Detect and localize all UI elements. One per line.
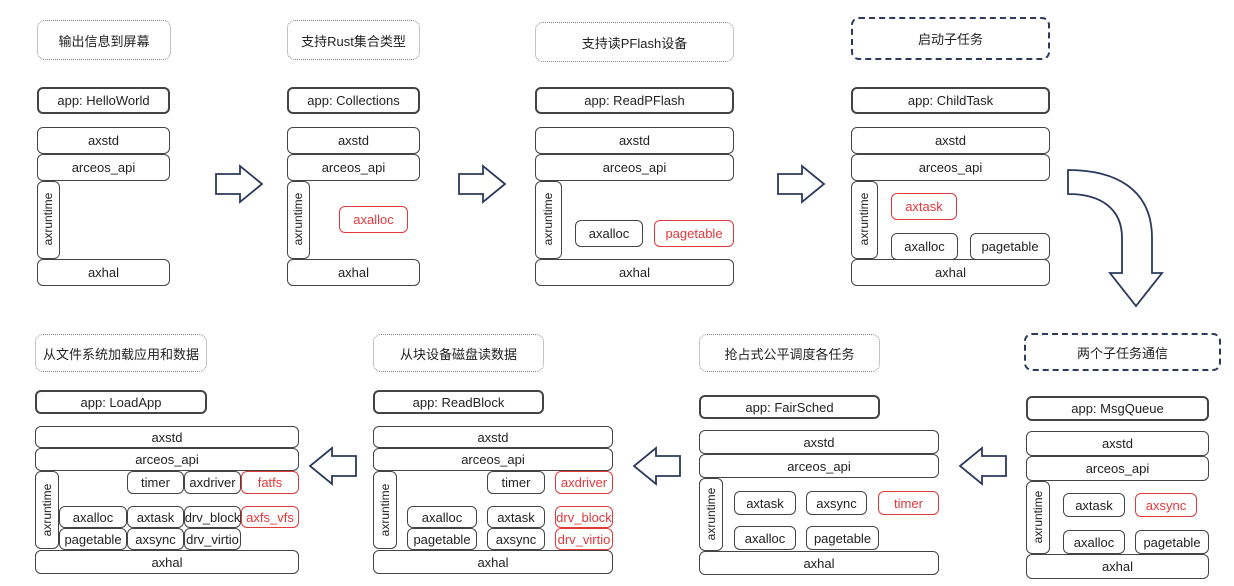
module-pagetable: pagetable [59,528,127,550]
arceos-api-layer: arceos_api [37,154,170,181]
axhal-layer: axhal [1026,554,1209,579]
axruntime-label: axruntime [1031,490,1045,544]
module-axtask: axtask [1063,493,1125,517]
app-box: app: MsgQueue [1026,396,1209,421]
module-drv-block: drv_block [184,506,241,528]
panel-title: 支持读PFlash设备 [535,22,734,62]
axhal-layer: axhal [35,550,299,574]
panel-title: 启动子任务 [851,17,1050,60]
module-pagetable: pagetable [970,233,1050,260]
module-drv-virtio: drv_virtio [184,528,241,550]
module-axtask: axtask [487,506,545,528]
axstd-layer: axstd [287,127,420,154]
module-pagetable: pagetable [806,526,879,550]
axhal-layer: axhal [37,259,170,286]
axruntime-layer [851,181,878,259]
app-box: app: FairSched [699,395,880,419]
axruntime-label: axruntime [41,192,55,246]
axstd-layer: axstd [373,426,613,448]
module-axsync: axsync [1135,493,1197,517]
panel-title: 输出信息到屏幕 [37,20,171,60]
app-box: app: ReadPFlash [535,87,734,114]
axruntime-label: axruntime [704,487,718,541]
panel-title: 从文件系统加载应用和数据 [35,334,207,372]
arceos-api-layer: arceos_api [699,454,939,478]
module-timer: timer [487,471,545,494]
axruntime-label: axruntime [857,192,871,246]
arrow-right-icon [777,164,826,204]
arceos-api-layer: arceos_api [851,154,1050,181]
module-axtask: axtask [127,506,184,528]
module-drv-block: drv_block [555,506,613,528]
axruntime-layer [35,471,59,549]
axhal-layer: axhal [373,550,613,574]
app-box: app: ReadBlock [373,390,544,414]
module-axalloc: axalloc [575,220,643,247]
module-axalloc: axalloc [891,233,958,260]
axstd-layer: axstd [535,127,734,154]
arceos-api-layer: arceos_api [35,448,299,471]
axhal-layer: axhal [535,259,734,286]
module-axalloc: axalloc [1063,530,1125,554]
arrow-left-icon [308,446,357,486]
panel-title: 从块设备磁盘读数据 [373,334,544,372]
axruntime-layer [535,181,562,259]
module-axsync: axsync [806,491,867,515]
module-axdriver: axdriver [184,471,241,494]
axstd-layer: axstd [1026,431,1209,456]
curved-arrow-icon [1067,169,1164,308]
arceos-api-layer: arceos_api [1026,456,1209,481]
module-axtask: axtask [734,491,796,515]
axhal-layer: axhal [699,551,939,575]
axstd-layer: axstd [35,426,299,448]
module-fatfs: fatfs [241,471,299,494]
app-box: app: LoadApp [35,390,207,414]
axruntime-label: axruntime [291,192,305,246]
axruntime-layer [699,478,723,551]
axruntime-layer [373,471,397,549]
arrow-right-icon [458,164,507,204]
module-axsync: axsync [487,528,545,550]
arceos-api-layer: arceos_api [373,448,613,471]
arceos-api-layer: arceos_api [287,154,420,181]
module-axtask: axtask [891,193,957,220]
panel-title: 支持Rust集合类型 [287,20,420,60]
module-axfs-vfs: axfs_vfs [241,506,299,528]
module-pagetable: pagetable [1135,530,1209,554]
module-drv-virtio: drv_virtio [555,528,613,550]
module-axalloc: axalloc [407,506,477,528]
axstd-layer: axstd [851,127,1050,154]
arrow-left-icon [632,446,681,486]
axruntime-label: axruntime [378,483,392,537]
module-axalloc: axalloc [734,526,796,550]
axruntime-layer [287,181,310,259]
module-timer: timer [127,471,184,494]
module-pagetable: pagetable [654,220,734,247]
arrow-right-icon [215,164,264,204]
app-box: app: ChildTask [851,87,1050,114]
module-axdriver: axdriver [555,471,613,494]
panel-title: 抢占式公平调度各任务 [699,334,880,372]
axruntime-layer [37,181,60,259]
arceos-api-layer: arceos_api [535,154,734,181]
module-axalloc: axalloc [59,506,127,528]
module-axsync: axsync [127,528,184,550]
arrow-left-icon [958,446,1007,486]
axruntime-label: axruntime [40,483,54,537]
axhal-layer: axhal [851,259,1050,286]
module-pagetable: pagetable [407,528,477,550]
axruntime-label: axruntime [541,192,555,246]
axstd-layer: axstd [37,127,170,154]
axstd-layer: axstd [699,430,939,454]
axruntime-layer [1026,481,1050,554]
app-box: app: HelloWorld [37,87,170,114]
app-box: app: Collections [287,87,420,114]
panel-title: 两个子任务通信 [1024,333,1221,371]
axhal-layer: axhal [287,259,420,286]
module-timer: timer [878,491,939,515]
module-axalloc: axalloc [339,206,408,233]
